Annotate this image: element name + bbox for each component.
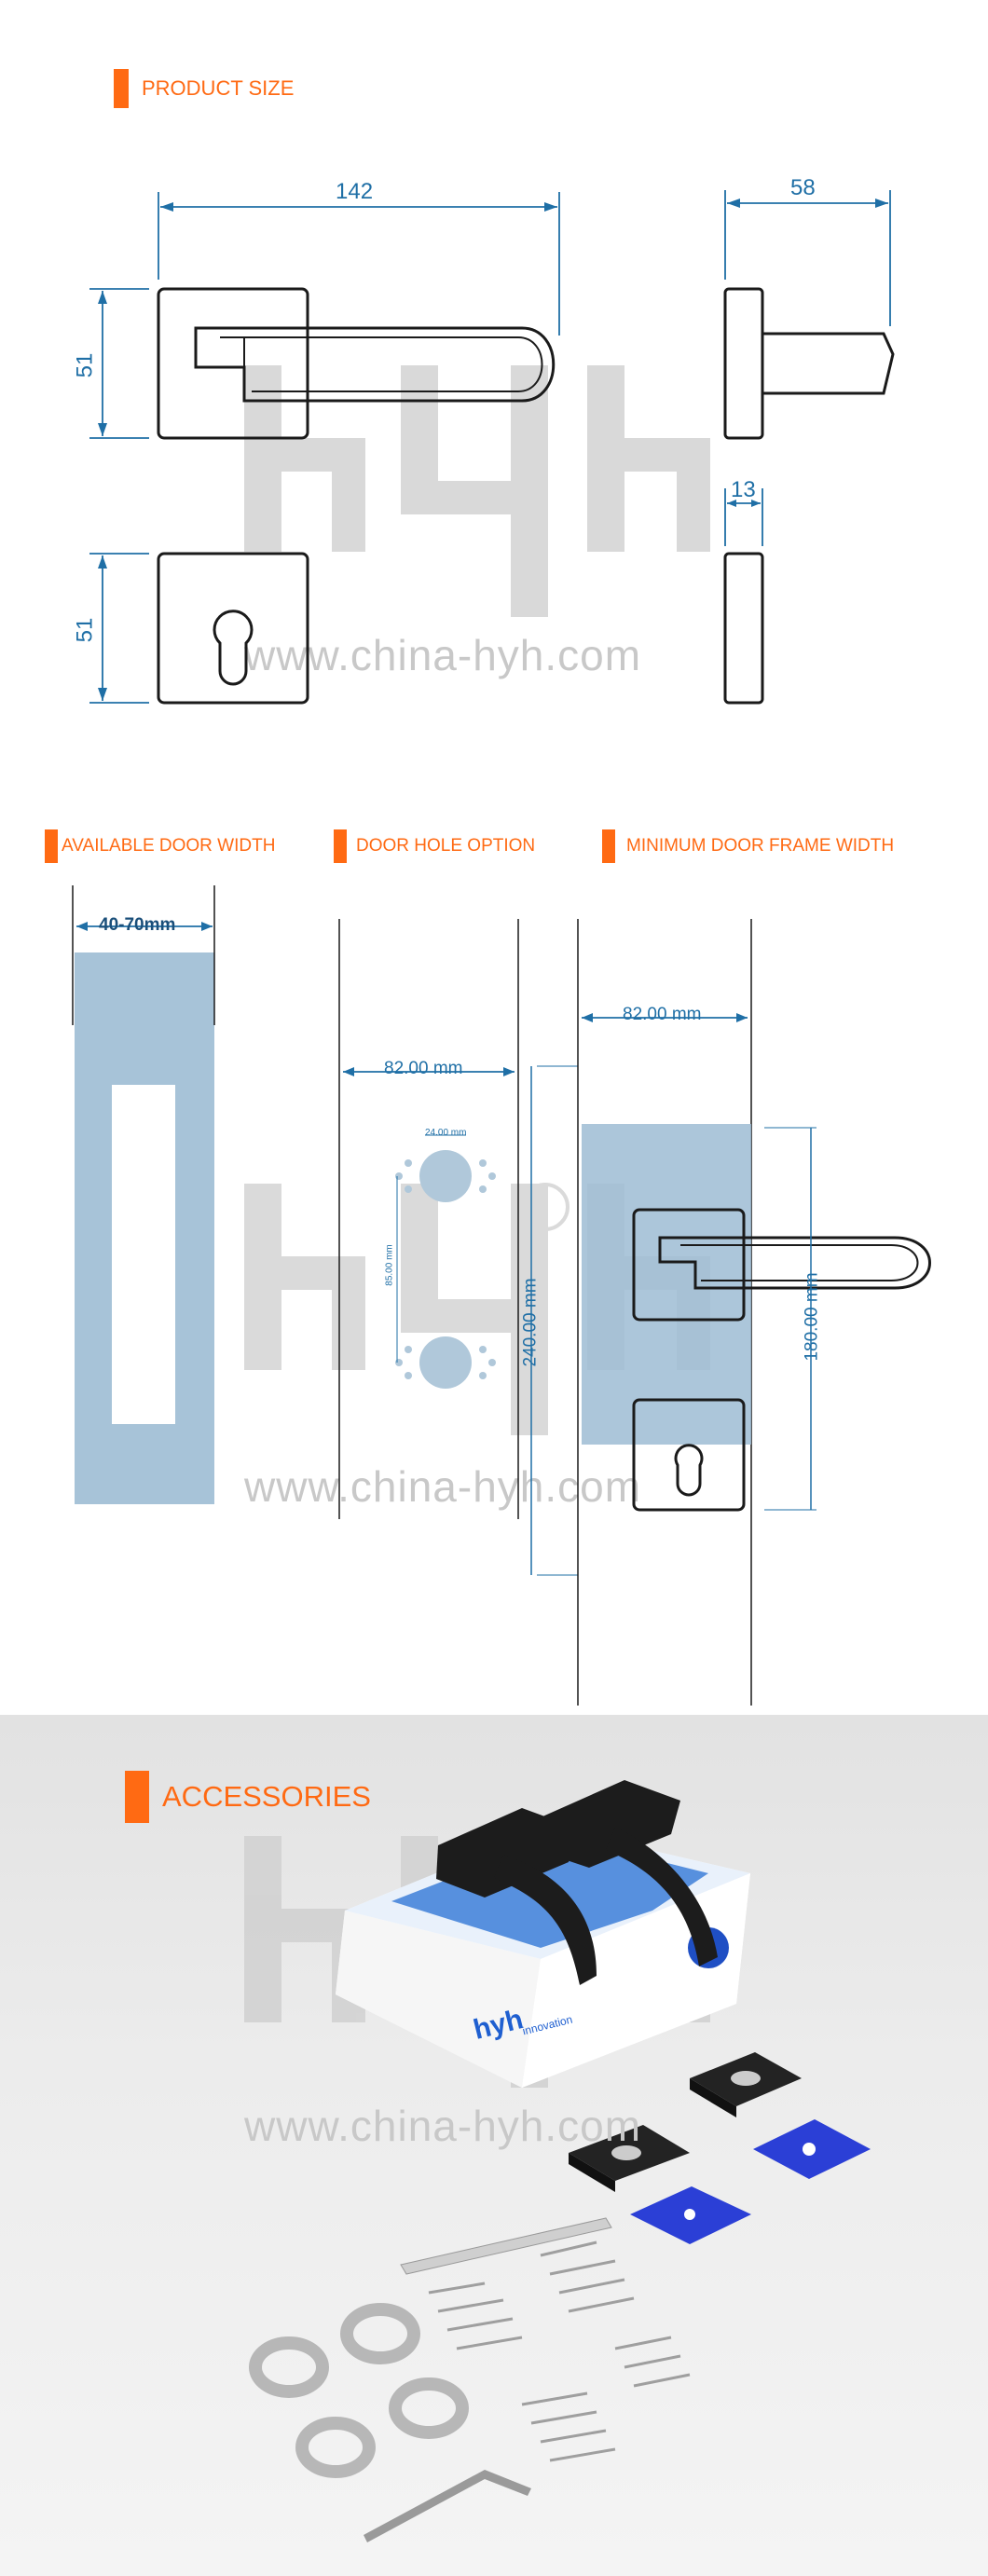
heading-accent-bar [45,829,58,863]
dim-height-bottom-label: 51 [72,617,98,643]
door-frame-height-label: 180.00 mm [802,1272,822,1362]
accessory-roses [569,2052,802,2192]
door-hole-spacing-label: 24.00 mm [425,1128,467,1138]
frame-rose-top [632,1208,746,1322]
mounting-rings [249,2303,469,2478]
door-hole-vertical-label: 85.00 mm [384,1244,395,1286]
door-frame-panel [582,1124,751,1445]
rose-side-top [723,287,764,440]
door-info-drawing [72,885,931,1706]
door-width-cutout [112,1085,175,1424]
frame-rose-bottom [632,1398,746,1512]
lever-outline [194,326,556,403]
door-hole-top [419,1150,472,1202]
door-hole-title: DOOR HOLE OPTION [356,836,536,856]
door-width-range-label: 40-70mm [99,915,176,935]
handle-pair [436,1780,718,1985]
accessories-section: ACCESSORIES [0,1715,988,2576]
blue-gasket-plates [630,2119,871,2244]
door-hole-total-height-label: 240.00 mm [520,1278,541,1367]
keyhole-outline [213,610,254,686]
door-hole-width-label: 82.00 mm [384,1059,463,1078]
lever-side [762,332,895,395]
product-size-section: PRODUCT SIZE www.china-hyh.com [0,0,988,811]
door-frame-heading: MINIMUM DOOR FRAME WIDTH [602,829,894,863]
accessories-title: ACCESSORIES [162,1780,371,1813]
heading-accent-bar [602,829,615,863]
watermark-url: www.china-hyh.com [244,2102,642,2150]
spindle-bar [400,2217,612,2275]
watermark-url: www.china-hyh.com [244,1462,642,1511]
heading-accent-bar [125,1771,149,1823]
product-size-drawing [89,190,895,705]
product-size-title: PRODUCT SIZE [142,76,295,100]
door-hole-bottom [419,1336,472,1389]
rose-side-bottom [723,552,764,705]
dim-projection-label: 58 [790,175,816,200]
dim-thickness-label: 13 [731,477,756,502]
dim-width-label: 142 [336,179,374,204]
frame-lever [658,1236,931,1290]
rose-front-bottom [157,552,309,705]
door-frame-width-label: 82.00 mm [623,1005,702,1024]
hyh-watermark-logo [244,365,710,617]
dim-height-top-label: 51 [72,352,98,378]
accessories-heading: ACCESSORIES [125,1771,371,1823]
heading-accent-bar [114,69,129,108]
watermark-url: www.china-hyh.com [244,631,642,679]
door-frame-title: MINIMUM DOOR FRAME WIDTH [626,836,895,856]
heading-accent-bar [334,829,347,863]
door-width-title: AVAILABLE DOOR WIDTH [62,836,276,856]
frame-keyhole [674,1444,704,1497]
screws [428,2240,691,2462]
door-width-heading: AVAILABLE DOOR WIDTH [45,829,275,863]
rose-front-top [157,287,309,440]
product-size-heading: PRODUCT SIZE [114,69,294,108]
door-info-section: AVAILABLE DOOR WIDTH DOOR HOLE OPTION MI… [0,811,988,1715]
accessories-illustration [249,1780,871,2542]
door-hole-heading: DOOR HOLE OPTION [334,829,535,863]
allen-key [364,2470,531,2542]
